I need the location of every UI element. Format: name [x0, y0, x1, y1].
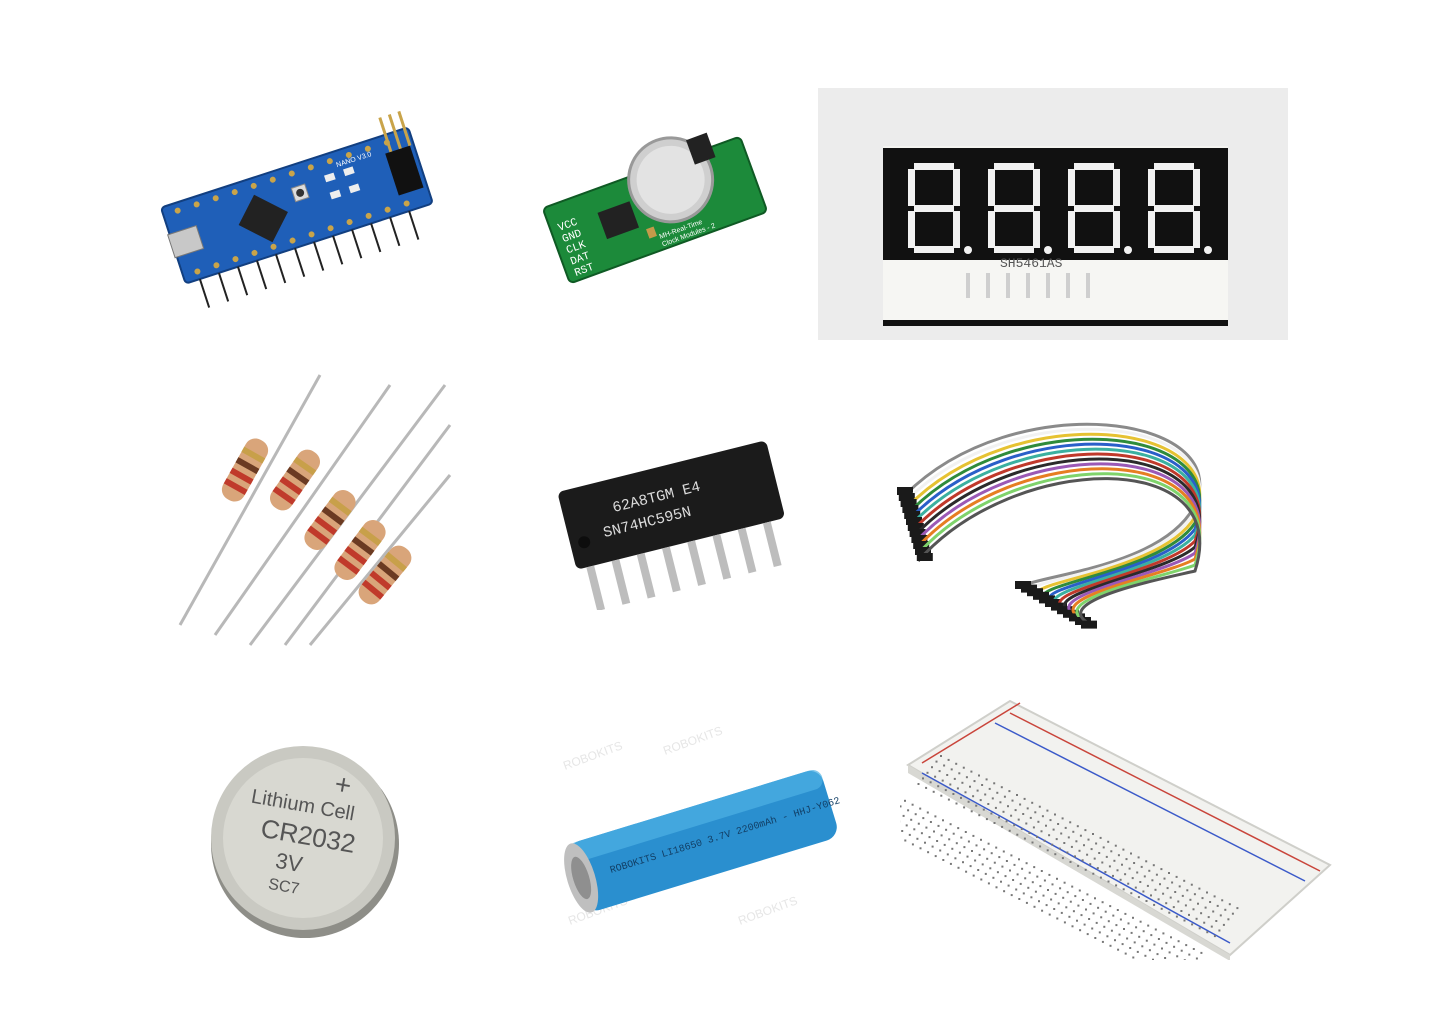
- segment-3-5: [1193, 211, 1200, 248]
- resistor-body-1: [269, 449, 321, 511]
- segment-0-4: [908, 211, 915, 248]
- arduino-nano-board: NANO V3.0: [150, 85, 450, 335]
- segment-1-2: [1033, 169, 1040, 206]
- segment-3-2: [1193, 169, 1200, 206]
- resistor-lead-1: [213, 384, 392, 636]
- segment-1-3: [994, 205, 1034, 212]
- resistor-body-0: [221, 438, 269, 502]
- jumper-connector-left-8: [911, 535, 928, 543]
- coin-cell-line4: SC7: [267, 876, 301, 898]
- jumper-wire-11: [917, 477, 1202, 626]
- breadboard: [900, 695, 1335, 960]
- segment-3-4: [1148, 211, 1155, 248]
- rtc-clock-module: VCC GND CLK DAT RST MH-Real-Time Clock M…: [530, 115, 780, 295]
- watermark-4: ROBOKITS: [736, 893, 799, 927]
- coin-cell-line3: 3V: [274, 848, 305, 877]
- segment-0-0: [914, 163, 954, 170]
- segment-1-1: [988, 169, 995, 206]
- segment-2-3: [1074, 205, 1114, 212]
- jumper-wire-3: [907, 437, 1202, 597]
- lithium-ion-battery: ROBOKITS ROBOKITS ROBOKITS ROBOKITS ROBO…: [540, 725, 850, 955]
- plus-icon: +: [332, 768, 353, 801]
- shift-register-ic: 62A8TGM E4 SN74HC595N: [555, 420, 790, 610]
- watermark-1: ROBOKITS: [561, 738, 624, 772]
- segment-3-6: [1154, 246, 1194, 253]
- jumper-connector-bottom-11: [1081, 620, 1097, 629]
- resistor-body-3: [334, 519, 386, 581]
- jumper-wire-5: [909, 447, 1202, 604]
- segment-2-6: [1074, 246, 1114, 253]
- segment-0-2: [953, 169, 960, 206]
- jumper-wire-6: [911, 452, 1202, 608]
- segment-2-0: [1074, 163, 1114, 170]
- breadboard-holes: [900, 755, 1239, 960]
- jumper-connector-left-7: [909, 529, 926, 537]
- segment-0-1: [908, 169, 915, 206]
- jumper-wire-4: [908, 442, 1202, 600]
- segment-0-6: [914, 246, 954, 253]
- segment-1-5: [1033, 211, 1040, 248]
- decimal-point-3: [1204, 246, 1212, 254]
- segment-3-3: [1154, 205, 1194, 212]
- display-digits: [908, 163, 1212, 254]
- jumper-connector-left-4: [904, 511, 921, 519]
- segment-2-4: [1068, 211, 1075, 248]
- display-part-number: SH5461AS: [1000, 256, 1063, 271]
- jumper-connector-left-9: [913, 541, 930, 549]
- decimal-point-2: [1124, 246, 1132, 254]
- jumper-connector-left-0: [897, 487, 913, 495]
- segment-0-3: [914, 205, 954, 212]
- resistor-lead-4: [308, 474, 452, 646]
- decimal-point-1: [1044, 246, 1052, 254]
- jumper-connector-left-6: [907, 523, 924, 531]
- jumper-connector-left-1: [898, 493, 915, 501]
- jumper-wire-2: [906, 432, 1202, 594]
- segment-1-6: [994, 246, 1034, 253]
- jumper-connector-left-3: [902, 505, 919, 513]
- segment-1-0: [994, 163, 1034, 170]
- segment-0-5: [953, 211, 960, 248]
- jumper-connector-left-10: [915, 547, 931, 555]
- jumper-wires: [895, 395, 1235, 655]
- segment-2-1: [1068, 169, 1075, 206]
- seven-segment-display: SH5461AS: [818, 88, 1288, 340]
- resistor-lead-0: [178, 374, 322, 626]
- segment-3-1: [1148, 169, 1155, 206]
- jumper-connector-left-11: [916, 553, 933, 561]
- resistor-body-2: [304, 489, 356, 551]
- jumper-connector-left-5: [906, 517, 922, 525]
- coin-cell-battery: Lithium Cell CR2032 3V SC7 +: [205, 740, 405, 940]
- segment-2-2: [1113, 169, 1120, 206]
- segment-2-5: [1113, 211, 1120, 248]
- resistor-body-4: [358, 545, 412, 605]
- watermark-2: ROBOKITS: [661, 725, 724, 758]
- jumper-connector-left-2: [900, 499, 917, 507]
- resistors: [170, 365, 455, 650]
- segment-3-0: [1154, 163, 1194, 170]
- decimal-point-0: [964, 246, 972, 254]
- segment-1-4: [988, 211, 995, 248]
